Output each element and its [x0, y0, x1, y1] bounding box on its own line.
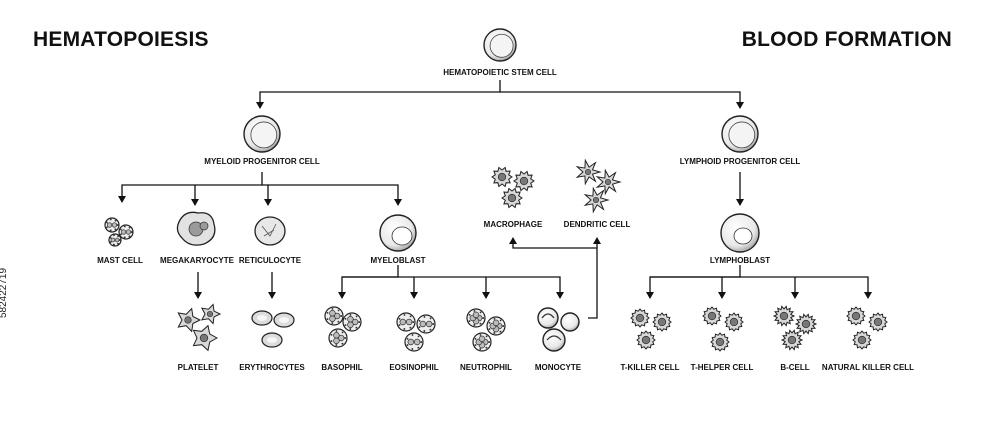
- cell-illustrations: [104, 28, 888, 352]
- label-mast-cell: MAST CELL: [97, 256, 143, 265]
- arrow-stem-to-lymphoid: [500, 91, 744, 109]
- label-neutrophil: NEUTROPHIL: [460, 363, 512, 372]
- t-killer-cell-icon: [630, 308, 672, 350]
- label-myeloblast: MYELOBLAST: [370, 256, 426, 265]
- megakaryocyte-icon: [176, 211, 216, 246]
- eosinophil-icon: [396, 312, 436, 352]
- reticulocyte-icon: [254, 216, 286, 246]
- label-reticulocyte: RETICULOCYTE: [238, 256, 302, 265]
- lymphoid-progenitor-icon: [721, 115, 759, 153]
- macrophage-icon: [491, 166, 535, 209]
- mast-cell-icon: [104, 217, 134, 247]
- title-blood-formation: BLOOD FORMATION: [741, 28, 952, 51]
- label-t-helper-cell: T-HELPER CELL: [690, 363, 754, 372]
- label-myeloid-progenitor: MYELOID PROGENITOR CELL: [204, 157, 320, 166]
- arrow-myeloid-branch: [118, 172, 263, 203]
- label-eosinophil: EOSINOPHIL: [389, 363, 439, 372]
- label-macrophage: MACROPHAGE: [483, 220, 543, 229]
- myeloblast-icon: [379, 214, 417, 252]
- arrow-monocyte-to-macrophage: [509, 237, 598, 319]
- stem-cell-icon: [483, 28, 517, 62]
- dendritic-cell-icon: [575, 158, 622, 214]
- arrow-to-myeloblast: [262, 184, 402, 206]
- neutrophil-icon: [466, 308, 506, 352]
- platelet-icon: [177, 303, 222, 352]
- label-t-killer-cell: T-KILLER CELL: [620, 363, 680, 372]
- title-hematopoiesis: HEMATOPOIESIS: [33, 28, 209, 51]
- label-lymphoblast: LYMPHOBLAST: [709, 256, 771, 265]
- t-helper-cell-icon: [702, 306, 744, 352]
- natural-killer-cell-icon: [846, 306, 888, 350]
- label-b-cell: B-CELL: [780, 363, 810, 372]
- label-basophil: BASOPHIL: [321, 363, 363, 372]
- basophil-icon: [324, 306, 362, 348]
- b-cell-icon: [772, 305, 818, 351]
- label-lymphoid-progenitor: LYMPHOID PROGENITOR CELL: [679, 157, 801, 166]
- erythrocyte-icon: [251, 310, 295, 348]
- label-natural-killer-cell: NATURAL KILLER CELL: [821, 363, 915, 372]
- arrow-stem-to-myeloid: [256, 80, 501, 109]
- label-megakaryocyte: MEGAKARYOCYTE: [160, 256, 234, 265]
- connectors: [118, 80, 872, 319]
- lymphoblast-icon: [720, 213, 760, 253]
- label-platelet: PLATELET: [177, 363, 219, 372]
- label-monocyte: MONOCYTE: [534, 363, 582, 372]
- label-hematopoietic-stem-cell: HEMATOPOIETIC STEM CELL: [443, 68, 557, 77]
- myeloid-progenitor-icon: [243, 115, 281, 153]
- label-erythrocytes: ERYTHROCYTES: [239, 363, 305, 372]
- arrow-myeloblast-branch: [338, 265, 399, 299]
- arrow-lymphoblast-branch: [646, 265, 741, 299]
- label-dendritic-cell: DENDRITIC CELL: [563, 220, 631, 229]
- arrow-to-eosinophil: [342, 276, 564, 299]
- monocyte-icon: [537, 307, 580, 352]
- arrow-to-thelper: [650, 276, 872, 299]
